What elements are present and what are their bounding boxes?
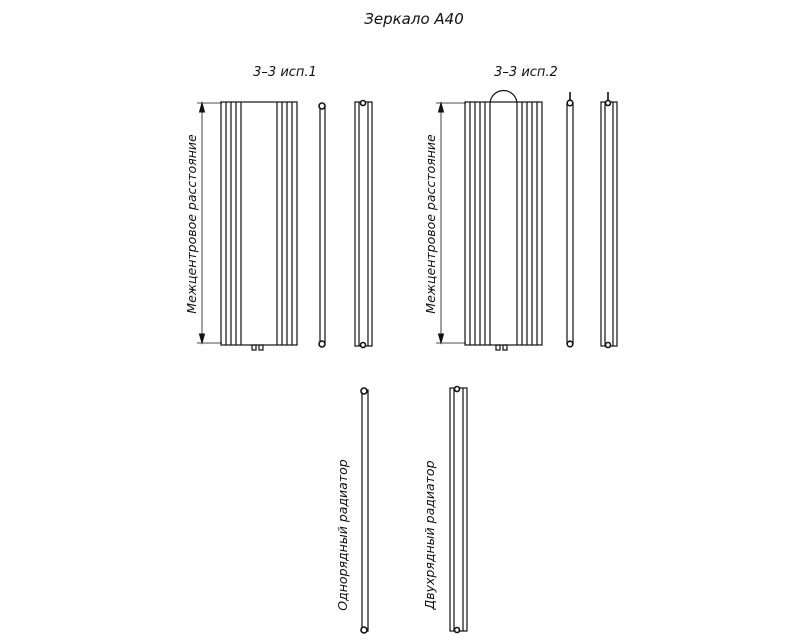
variant2-group: 3–3 исп.2 Межцентровое расстояние	[423, 65, 618, 351]
double-row-radiator: Двухрядный радиатор	[422, 385, 468, 634]
variant1-section-label: 3–3 исп.1	[253, 65, 317, 80]
variant2-dimension-label: Межцентровое расстояние	[423, 134, 438, 314]
drawing-title: Зеркало А40	[364, 10, 464, 28]
variant1-dimension-label: Межцентровое расстояние	[184, 134, 199, 314]
double-row-label: Двухрядный радиатор	[422, 460, 437, 610]
variant1-dimension: Межцентровое расстояние	[184, 101, 222, 345]
single-row-label: Однорядный радиатор	[335, 459, 350, 610]
single-row-radiator: Однорядный радиатор	[335, 387, 369, 634]
variant1-front-view	[220, 101, 298, 351]
variant1-group: 3–3 исп.1 Межцентровое расстояние	[184, 65, 373, 351]
variant2-side-view-double	[600, 92, 618, 349]
variant2-section-label: 3–3 исп.2	[494, 65, 558, 80]
variant2-dimension: Межцентровое расстояние	[423, 101, 466, 345]
variant2-front-view	[464, 89, 543, 351]
variant2-side-view	[566, 92, 574, 348]
variant1-side-view	[318, 102, 326, 348]
variant1-side-view-double	[354, 99, 373, 349]
